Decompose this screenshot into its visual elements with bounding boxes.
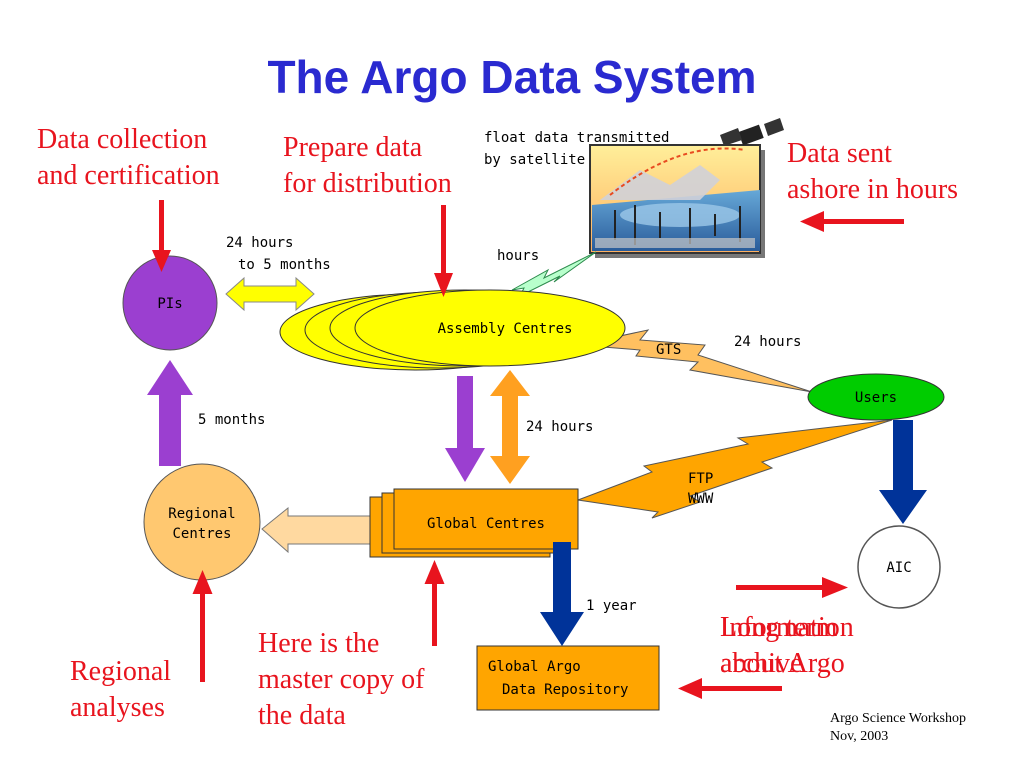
global-centres-node — [369, 488, 579, 558]
footer-line2: Nov, 2003 — [830, 729, 889, 744]
regional-centres-node — [143, 463, 261, 581]
pis-assembly-double-arrow — [225, 276, 315, 312]
pis-assembly-time-line1: 24 hours — [226, 235, 293, 251]
global-to-regional-arrow — [261, 506, 373, 554]
annotation-data-collection-line2: and certification — [37, 160, 220, 191]
annotation-data-sent-line1: Data sent — [787, 138, 892, 169]
ocean-highlight — [620, 203, 740, 227]
annotation-data-sent-line2: ashore in hours — [787, 174, 959, 205]
satellite-illustration — [589, 118, 784, 258]
repository-node — [476, 645, 660, 711]
annotation-archive-line1: Long term — [720, 612, 838, 643]
users-node — [807, 373, 945, 421]
satellite-icon — [720, 118, 784, 146]
annotation-master-copy-line3: the data — [258, 700, 346, 731]
annotation-data-collection-line1: Data collection — [37, 124, 208, 155]
pis-label: PIs — [157, 296, 182, 312]
annotation-information-line2: about Argo — [720, 648, 845, 679]
annotation-prepare-data-line1: Prepare data — [283, 132, 423, 163]
annotation-master-copy-line1: Here is the — [258, 628, 380, 659]
footer-line1: Argo Science Workshop — [830, 711, 967, 726]
regional-label-line1: Regional — [168, 506, 235, 522]
ftp-lightning — [576, 419, 893, 519]
annotation-information-line1: Information — [720, 612, 854, 643]
assembly-global-double-arrow — [490, 370, 530, 484]
aic-label: AIC — [886, 560, 911, 576]
assembly-label: Assembly Centres — [438, 321, 573, 337]
annotation-prepare-data: Prepare data for distribution — [283, 130, 452, 202]
aic-node — [857, 525, 941, 609]
annotation-master-copy: Here is the master copy of the data — [258, 626, 424, 734]
annotation-data-collection: Data collection and certification — [37, 122, 220, 194]
repository-time: 1 year — [586, 598, 637, 614]
users-to-aic-arrow — [879, 420, 927, 524]
float-label-line2: by satellite — [484, 152, 585, 168]
regional-pis-time: 5 months — [198, 412, 265, 428]
annotation-regional-analyses: Regional analyses — [70, 654, 171, 726]
global-label: Global Centres — [427, 516, 545, 532]
regional-to-pis-arrow — [147, 360, 193, 466]
annotation-prepare-data-line2: for distribution — [283, 168, 452, 199]
red-annotation-arrows — [152, 200, 904, 699]
gts-label: GTS — [656, 342, 681, 358]
annotation-information-about-argo: Information about Argo — [720, 610, 854, 682]
global-assembly-time: 24 hours — [526, 419, 593, 435]
pis-node — [122, 255, 218, 351]
annotation-archive-line2: archive — [720, 648, 803, 679]
annotation-master-copy-line2: master copy of — [258, 664, 425, 695]
signal-path — [609, 147, 746, 196]
annotation-long-term-archive: Long term archive — [720, 610, 837, 682]
seabed — [595, 238, 755, 248]
ftp-label: FTP — [688, 471, 713, 487]
regional-label-line2: Centres — [172, 526, 231, 542]
footer-credit: Argo Science Workshop Nov, 2003 — [830, 710, 966, 746]
users-label: Users — [855, 390, 897, 406]
assembly-centres-node — [279, 289, 626, 371]
annotation-regional-analyses-line2: analyses — [70, 692, 165, 723]
mountain-shape — [600, 165, 720, 200]
repository-label-line2: Data Repository — [502, 682, 628, 698]
www-label: WWW — [688, 491, 714, 507]
satellite-hours-label: hours — [497, 248, 539, 264]
assembly-to-global-arrow — [445, 376, 485, 482]
annotation-data-sent: Data sent ashore in hours — [787, 136, 958, 208]
global-to-repository-arrow — [540, 542, 584, 646]
gts-time: 24 hours — [734, 334, 801, 350]
float-label-line1: float data transmitted — [484, 130, 669, 146]
pis-assembly-time-line2: to 5 months — [238, 257, 331, 273]
page-title: The Argo Data System — [267, 51, 757, 103]
repository-label-line1: Global Argo — [488, 659, 581, 675]
annotation-regional-analyses-line1: Regional — [70, 656, 172, 687]
